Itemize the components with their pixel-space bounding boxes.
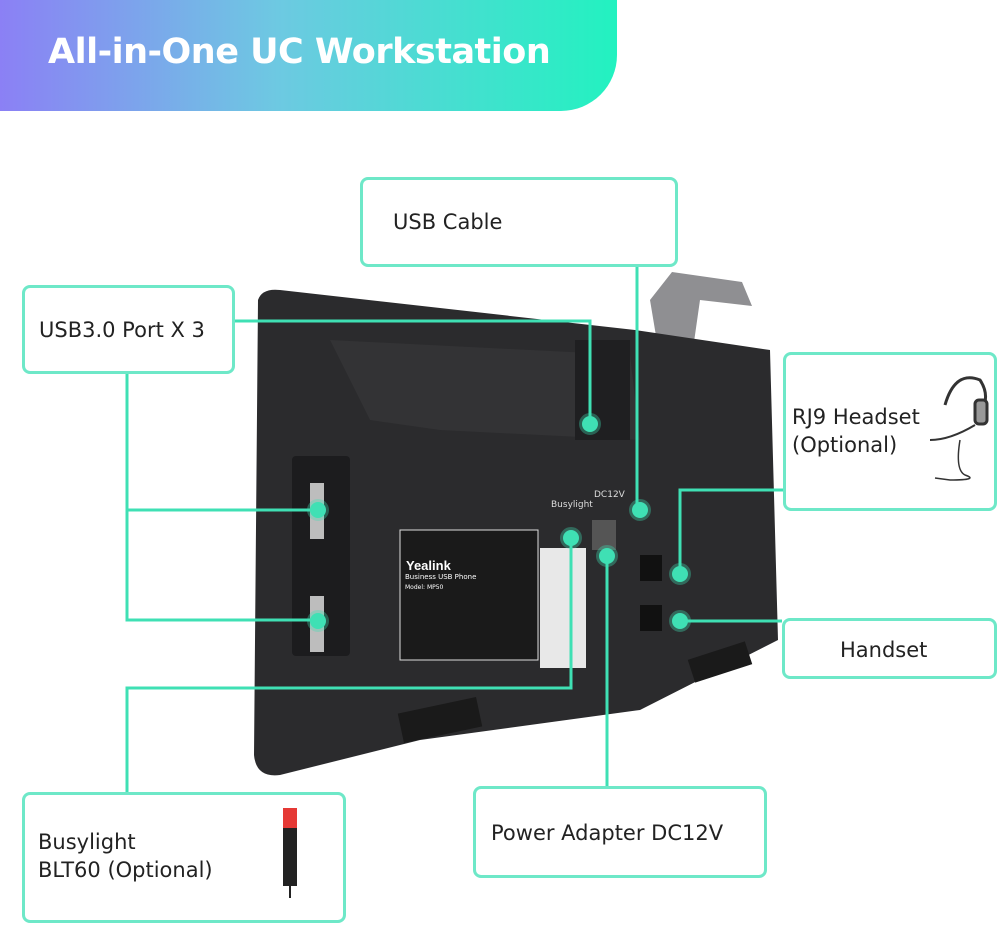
title-banner: All-in-One UC Workstation — [0, 0, 617, 111]
callout-power-adapter: Power Adapter DC12V — [473, 786, 767, 878]
handset-label: Handset — [840, 638, 928, 662]
dc-port-label: DC12V — [594, 490, 625, 500]
model-name: Model: MP50 — [405, 584, 444, 591]
banner-title: All-in-One UC Workstation — [48, 32, 551, 72]
callout-handset: Handset — [782, 618, 997, 679]
busylight-label-line2: BLT60 (Optional) — [38, 858, 213, 882]
barcode-label — [540, 548, 586, 668]
callout-busylight: Busylight BLT60 (Optional) — [22, 792, 346, 923]
busylight-label-line1: Busylight — [38, 830, 136, 854]
usb-cable-label: USB Cable — [393, 210, 503, 234]
callout-usb-ports: USB3.0 Port X 3 — [22, 285, 235, 374]
usb-port-bay — [292, 456, 350, 656]
headset-label-line1: RJ9 Headset — [792, 405, 920, 429]
power-adapter-label: Power Adapter DC12V — [491, 821, 724, 845]
callout-usb-cable: USB Cable — [360, 177, 678, 267]
product-name: Business USB Phone — [405, 573, 477, 581]
callout-headset: RJ9 Headset (Optional) — [783, 352, 997, 511]
busylight-icon — [283, 808, 297, 898]
usb-ports-label: USB3.0 Port X 3 — [39, 318, 205, 342]
busylight-port-label: Busylight — [551, 500, 593, 510]
connector-lines — [125, 266, 783, 792]
connector-dots — [307, 413, 691, 632]
brand-logo: Yealink — [406, 558, 452, 573]
headset-label-line2: (Optional) — [792, 433, 898, 457]
headset-icon — [929, 376, 989, 481]
device-label — [399, 529, 539, 661]
